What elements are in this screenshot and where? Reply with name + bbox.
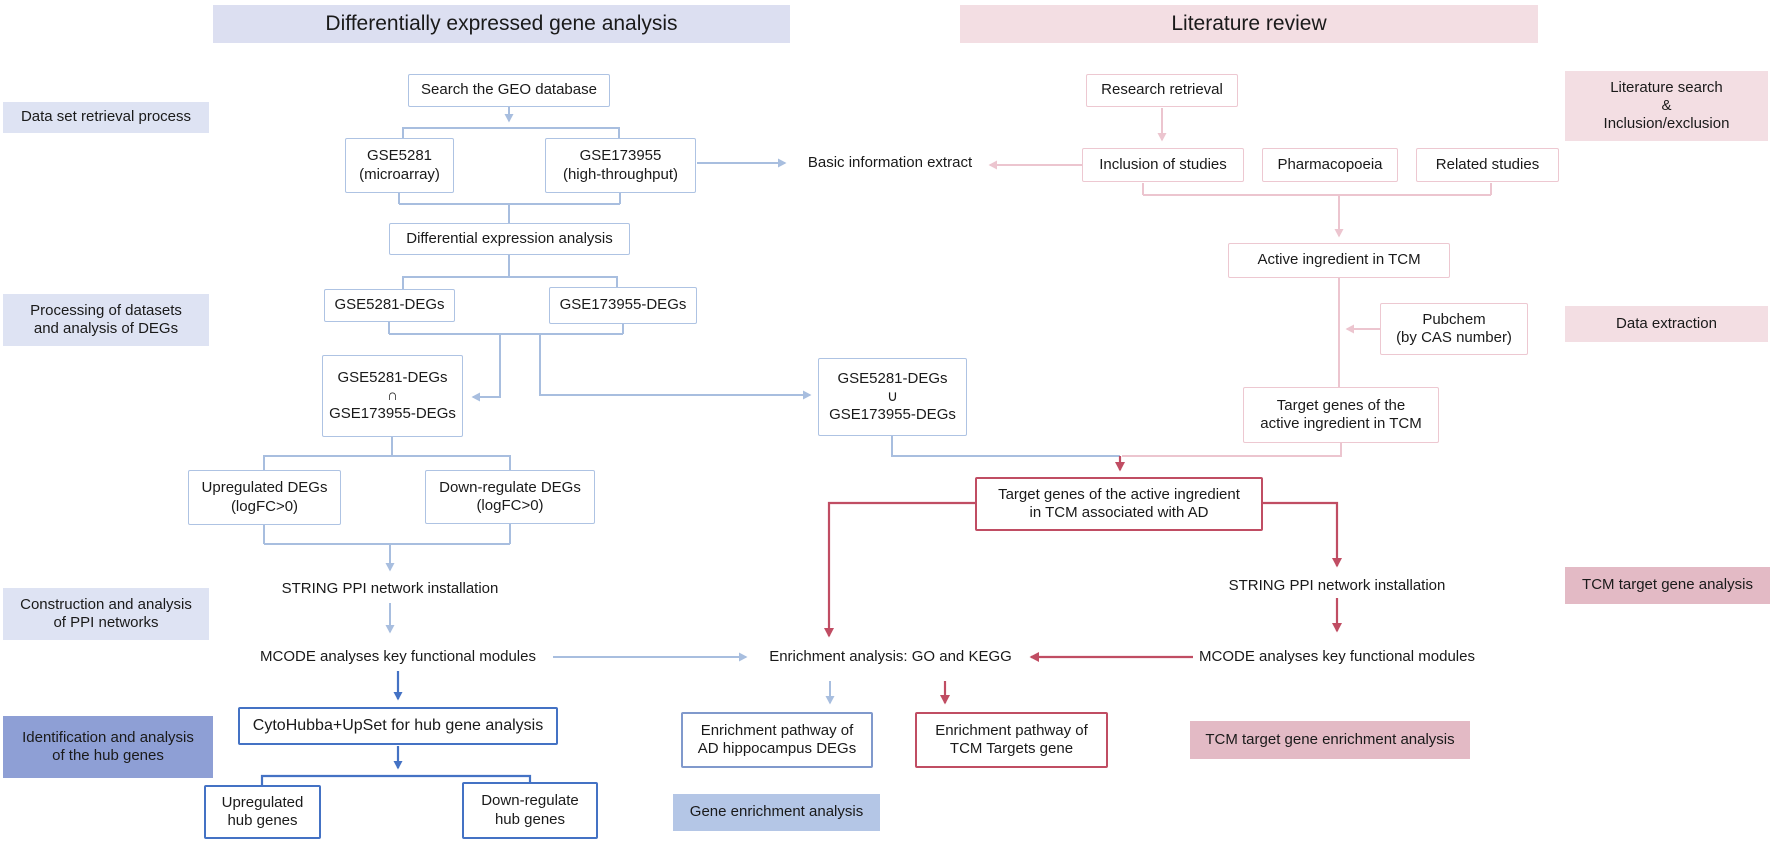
node-gse5281: GSE5281 (microarray)	[345, 138, 454, 193]
node-mcode-right: MCODE analyses key functional modules	[1199, 647, 1475, 665]
stage-label-tcm-enrichment: TCM target gene enrichment analysis	[1190, 721, 1470, 759]
node-enrichment-go-kegg: Enrichment analysis: GO and KEGG	[769, 647, 1012, 665]
node-differential-expression: Differential expression analysis	[389, 223, 630, 255]
stage-label-dataset-retrieval: Data set retrieval process	[3, 102, 209, 133]
stage-label-processing: Processing of datasets and analysis of D…	[3, 294, 209, 346]
node-degs-union: GSE5281-DEGs ∪ GSE173955-DEGs	[818, 358, 967, 436]
node-search-geo: Search the GEO database	[408, 74, 610, 107]
node-pharmacopoeia: Pharmacopoeia	[1262, 148, 1398, 182]
stage-label-tcm-target-analysis: TCM target gene analysis	[1565, 567, 1770, 604]
node-research-retrieval: Research retrieval	[1086, 74, 1238, 107]
node-downregulate-hub-genes: Down-regulate hub genes	[462, 782, 598, 839]
node-downregulate-degs: Down-regulate DEGs (logFC>0)	[425, 470, 595, 524]
node-target-genes-ad: Target genes of the active ingredient in…	[975, 477, 1263, 531]
node-string-ppi-right: STRING PPI network installation	[1228, 576, 1446, 594]
node-basic-information-extract: Basic information extract	[807, 153, 973, 171]
node-upregulated-hub-genes: Upregulated hub genes	[204, 785, 321, 839]
node-upregulated-degs: Upregulated DEGs (logFC>0)	[188, 470, 341, 525]
header-literature-review: Literature review	[960, 5, 1538, 43]
stage-label-identification-hub: Identification and analysis of the hub g…	[3, 716, 213, 778]
stage-label-literature-search: Literature search & Inclusion/exclusion	[1565, 71, 1768, 141]
node-gse173955-degs: GSE173955-DEGs	[549, 287, 697, 324]
node-target-genes-tcm: Target genes of the active ingredient in…	[1243, 387, 1439, 443]
node-pubchem: Pubchem (by CAS number)	[1380, 303, 1528, 355]
node-mcode-left: MCODE analyses key functional modules	[260, 647, 536, 665]
node-enrichment-pathway-tcm: Enrichment pathway of TCM Targets gene	[915, 712, 1108, 768]
node-string-ppi-left: STRING PPI network installation	[281, 579, 499, 597]
stage-label-gene-enrichment: Gene enrichment analysis	[673, 794, 880, 831]
node-gse173955: GSE173955 (high-throughput)	[545, 138, 696, 193]
node-degs-intersection: GSE5281-DEGs ∩ GSE173955-DEGs	[322, 355, 463, 437]
node-active-ingredient-tcm: Active ingredient in TCM	[1228, 243, 1450, 278]
stage-label-data-extraction: Data extraction	[1565, 306, 1768, 342]
header-deg-analysis: Differentially expressed gene analysis	[213, 5, 790, 43]
node-inclusion-of-studies: Inclusion of studies	[1082, 148, 1244, 182]
node-cytohubba-upset: CytoHubba+UpSet for hub gene analysis	[238, 707, 558, 745]
node-gse5281-degs: GSE5281-DEGs	[324, 289, 455, 322]
node-enrichment-pathway-ad: Enrichment pathway of AD hippocampus DEG…	[681, 712, 873, 768]
node-related-studies: Related studies	[1416, 148, 1559, 182]
stage-label-construction-ppi: Construction and analysis of PPI network…	[3, 588, 209, 640]
